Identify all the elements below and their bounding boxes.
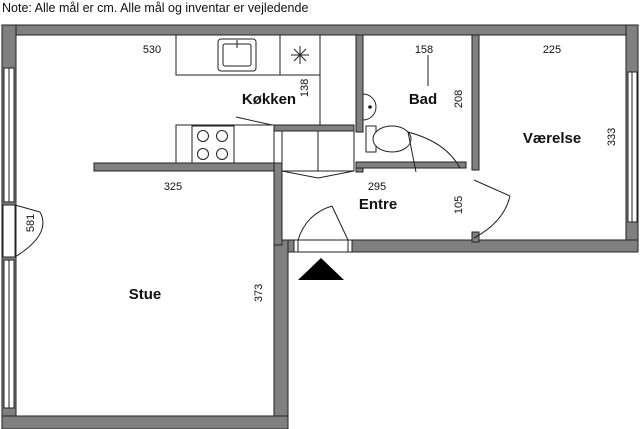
dim-kitchen-width: 530 [143,44,161,56]
dim-bedroom-depth: 333 [606,128,618,146]
dim-living-left: 581 [25,214,37,232]
door-main-entrance [293,205,353,253]
window-left-lower [3,259,15,409]
dim-kitchen-depth: 138 [299,79,311,97]
fridge-icon [291,46,309,64]
room-label-bedroom: Værelse [523,130,581,147]
toilet-icon [365,125,412,153]
sink-icon [217,38,257,72]
dim-living-height: 373 [253,284,265,302]
plan-note: Note: Alle mål er cm. Alle mål og invent… [2,1,308,15]
entrance-closet [281,130,355,179]
entrance-arrow-icon [298,258,344,280]
window-right [627,71,638,223]
door-bathroom [407,131,461,173]
dim-bath-depth: 208 [453,90,465,108]
stove-icon [197,130,228,160]
door-bedroom [473,179,511,239]
dim-bath-width: 158 [415,44,433,56]
room-label-entrance: Entre [359,196,397,213]
window-left-upper [3,67,15,203]
dim-bedroom-width: 225 [543,44,561,56]
dim-entrance-depth: 105 [453,196,465,214]
dim-entrance-width: 295 [368,181,386,193]
room-label-bath: Bad [409,91,437,108]
room-label-living: Stue [129,286,162,303]
room-label-kitchen: Køkken [242,91,296,108]
door-left [2,204,44,258]
washbasin-icon [362,93,377,121]
dim-living-top: 325 [164,181,182,193]
